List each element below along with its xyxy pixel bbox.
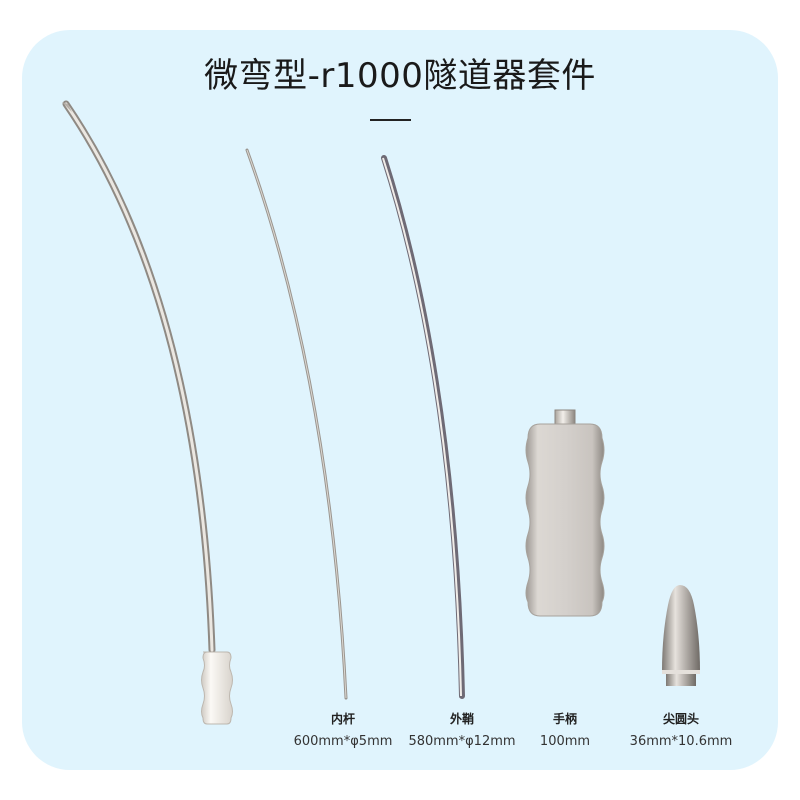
component-name: 尖圆头 [662,712,699,726]
handle [525,409,605,617]
content-panel [22,30,778,770]
component-label-handle: 手柄 100mm [530,712,600,750]
component-size: 36mm*10.6mm [629,734,733,749]
component-size: 580mm*φ12mm [408,734,516,749]
page-title: 微弯型-r1000隧道器套件 [204,56,596,96]
assembled-tunneler [62,100,233,725]
title-divider [370,119,411,121]
inner-rod [245,148,348,700]
outer-sheath [381,155,465,699]
component-size: 100mm [539,734,591,749]
component-name: 内杆 [330,712,355,726]
component-label-outer-sheath: 外鞘 580mm*φ12mm [402,712,522,750]
component-label-bullet-tip: 尖圆头 36mm*10.6mm [626,712,736,750]
component-label-inner-rod: 内杆 600mm*φ5mm [288,712,398,750]
component-name: 外鞘 [449,712,474,726]
bullet-tip [662,585,700,686]
component-name: 手柄 [552,712,577,726]
component-size: 600mm*φ5mm [293,734,393,749]
